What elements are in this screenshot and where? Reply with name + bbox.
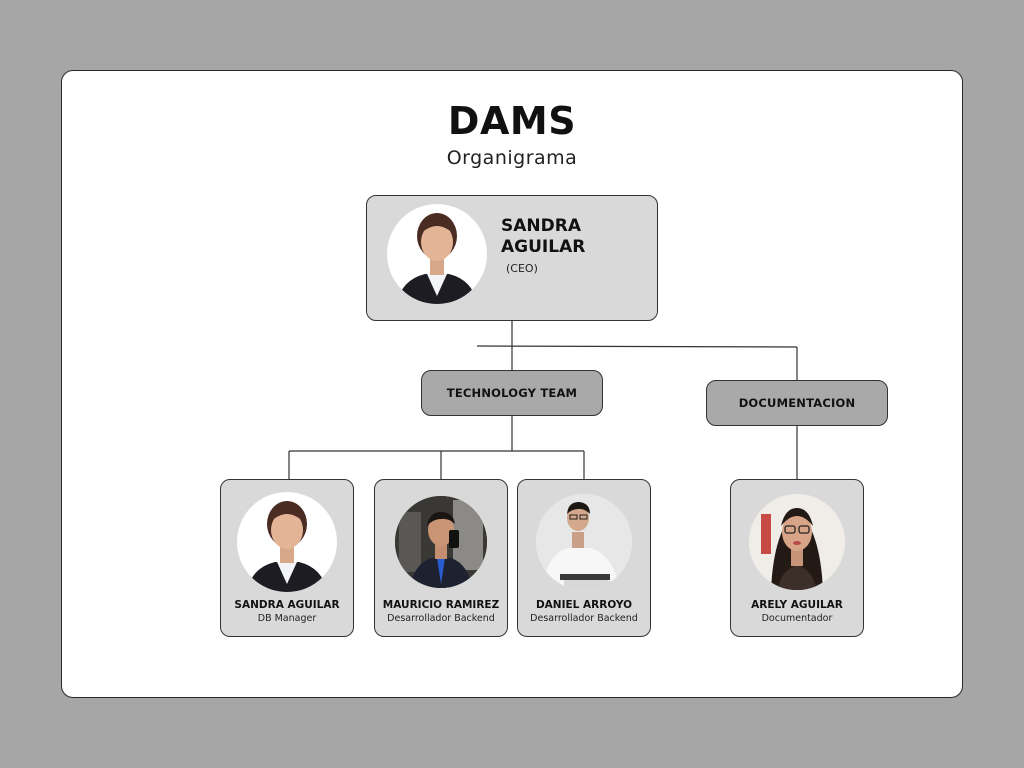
department-label: TECHNOLOGY TEAM xyxy=(446,386,578,400)
member-avatar xyxy=(749,494,845,590)
member-name: MAURICIO RAMIREZ xyxy=(382,599,500,611)
ceo-avatar xyxy=(387,204,487,304)
member-avatar xyxy=(237,492,337,592)
member-role: Desarrollador Backend xyxy=(387,613,495,624)
connector-lines xyxy=(288,321,798,479)
member-role: Documentador xyxy=(761,613,833,624)
department-label: DOCUMENTACION xyxy=(738,396,856,410)
member-name: ARELY AGUILAR xyxy=(751,599,843,611)
ceo-role: (CEO) xyxy=(506,262,538,275)
member-name: SANDRA AGUILAR xyxy=(234,599,340,611)
member-name: DANIEL ARROYO xyxy=(535,599,633,611)
member-card: MAURICIO RAMIREZ Desarrollador Backend xyxy=(374,479,508,637)
member-avatar xyxy=(395,496,487,588)
member-card: ARELY AGUILAR Documentador xyxy=(730,479,864,637)
member-avatar xyxy=(536,494,632,590)
department-documentacion: DOCUMENTACION xyxy=(706,380,888,426)
member-card: SANDRA AGUILAR DB Manager xyxy=(220,479,354,637)
department-technology-team: TECHNOLOGY TEAM xyxy=(421,370,603,416)
ceo-name: SANDRA AGUILAR xyxy=(501,216,586,257)
page-title: DAMS xyxy=(447,99,577,143)
ceo-node: SANDRA AGUILAR (CEO) xyxy=(366,195,658,321)
org-chart-card: DAMS Organigrama xyxy=(61,70,963,698)
page-subtitle: Organigrama xyxy=(446,147,578,169)
connector-top-horizontal xyxy=(476,345,798,348)
member-role: Desarrollador Backend xyxy=(530,613,638,624)
member-role: DB Manager xyxy=(257,613,317,624)
member-card: DANIEL ARROYO Desarrollador Backend xyxy=(517,479,651,637)
